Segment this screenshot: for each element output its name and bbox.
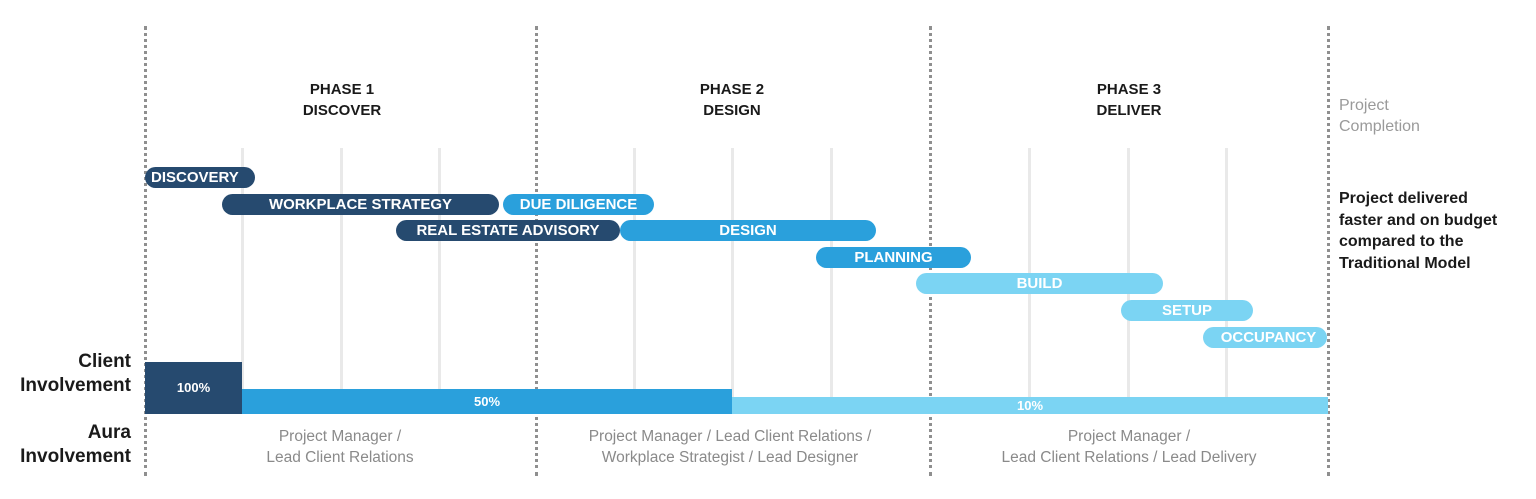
phase-divider-1-2 xyxy=(535,26,538,476)
phase-1-header: PHASE 1 DISCOVER xyxy=(242,79,442,121)
grid-line xyxy=(731,148,734,410)
grid-line xyxy=(438,148,441,410)
phase-2-name: DESIGN xyxy=(703,102,761,119)
client-involvement-line-1: Client xyxy=(78,351,131,372)
phase-3-name: DELIVER xyxy=(1096,102,1162,119)
phase-1-roles-line-2: Lead Client Relations xyxy=(266,449,414,466)
phase-2-number: PHASE 2 xyxy=(699,81,765,98)
phase-3-roles-line-2: Lead Client Relations / Lead Delivery xyxy=(1001,449,1257,466)
grid-line xyxy=(830,148,833,410)
phase-1-roles-line-1: Project Manager / xyxy=(278,428,402,445)
phase-2-roles-line-2: Workplace Strategist / Lead Designer xyxy=(601,449,859,466)
phase-3-roles-line-1: Project Manager / xyxy=(1067,428,1191,445)
summary-line-1: Project delivered xyxy=(1339,190,1468,207)
activity-bar-design: DESIGN xyxy=(620,220,876,241)
summary-line-4: Traditional Model xyxy=(1339,254,1471,272)
activity-bar-workplace-strategy: WORKPLACE STRATEGY xyxy=(222,194,499,215)
grid-line xyxy=(241,148,244,410)
client-involvement-label: Client Involvement xyxy=(0,350,131,398)
activity-bar-discovery: DISCOVERY xyxy=(145,167,255,188)
grid-line xyxy=(1225,148,1228,410)
phase-2-roles: Project Manager / Lead Client Relations … xyxy=(540,426,920,468)
grid-line xyxy=(633,148,636,410)
project-summary: Project delivered faster and on budget c… xyxy=(1339,188,1497,274)
activity-bar-occupancy: OCCUPANCY xyxy=(1203,327,1327,348)
activity-bar-due-diligence: DUE DILIGENCE xyxy=(503,194,654,215)
aura-involvement-line-1: Aura xyxy=(87,422,131,443)
phase-3-roles: Project Manager / Lead Client Relations … xyxy=(950,426,1308,468)
phase-3-header: PHASE 3 DELIVER xyxy=(1029,79,1229,121)
involvement-block-100 xyxy=(145,362,242,414)
phase-3-number: PHASE 3 xyxy=(1096,81,1162,98)
involvement-block-10 xyxy=(732,397,1328,414)
phase-1-name: DISCOVER xyxy=(302,102,382,119)
grid-line xyxy=(340,148,343,410)
completion-line-1: Project xyxy=(1339,97,1389,114)
phase-1-number: PHASE 1 xyxy=(309,81,375,98)
activity-bar-setup: SETUP xyxy=(1121,300,1253,321)
client-involvement-line-2: Involvement xyxy=(20,375,131,396)
activity-bar-real-estate-advisory: REAL ESTATE ADVISORY xyxy=(396,220,620,241)
phase-divider-start xyxy=(144,26,147,476)
summary-line-2: faster and on budget xyxy=(1339,211,1498,229)
completion-line-2: Completion xyxy=(1339,118,1420,135)
involvement-50-label: 50% xyxy=(473,394,501,409)
activity-bar-build: BUILD xyxy=(916,273,1163,294)
phase-2-roles-line-1: Project Manager / Lead Client Relations … xyxy=(588,428,872,445)
involvement-100-label: 100% xyxy=(176,380,211,395)
aura-involvement-label: Aura Involvement xyxy=(0,421,131,469)
phase-divider-end xyxy=(1327,26,1330,476)
phase-2-header: PHASE 2 DESIGN xyxy=(632,79,832,121)
involvement-block-50 xyxy=(242,389,732,414)
aura-involvement-line-2: Involvement xyxy=(20,446,131,467)
involvement-10-label: 10% xyxy=(1016,398,1044,413)
project-completion-label: Project Completion xyxy=(1339,95,1420,137)
summary-line-3: compared to the xyxy=(1339,233,1464,250)
activity-bar-planning: PLANNING xyxy=(816,247,971,268)
phase-1-roles: Project Manager / Lead Client Relations xyxy=(190,426,490,468)
